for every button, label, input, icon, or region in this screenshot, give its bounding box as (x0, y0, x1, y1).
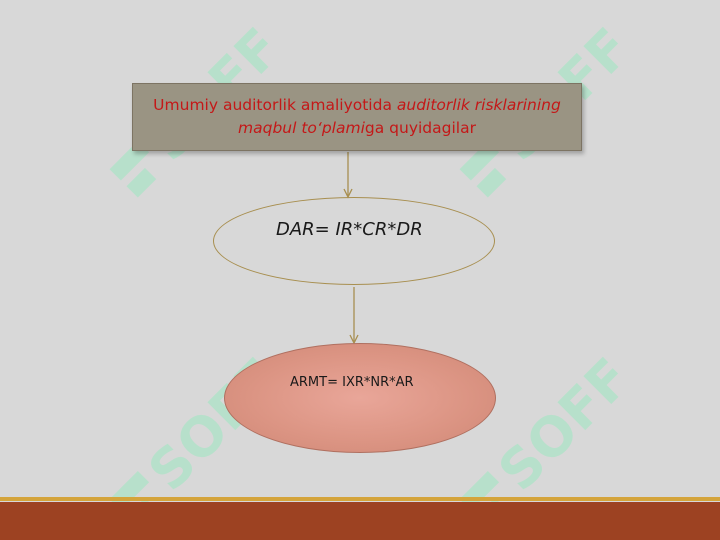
formula-1-text: DAR= IR*CR*DR (276, 219, 423, 240)
title-box: Umumiy auditorlik amaliyotida auditorlik… (132, 83, 582, 151)
title-part4: ga quyidagilar (364, 119, 476, 137)
formula-ellipse-2 (224, 343, 496, 453)
formula-2-text: ARMT= IXR*NR*AR (290, 375, 414, 390)
footer-band (0, 502, 720, 540)
title-part3: maqbul to‘plami (238, 119, 365, 137)
svg-text:SOFF: SOFF (486, 346, 643, 503)
title-part2: auditorlik risklarining (396, 96, 561, 114)
formula-ellipse-1 (213, 197, 495, 285)
footer-accent-line (0, 497, 720, 501)
title-part1: Umumiy auditorlik amaliyotida (153, 96, 397, 114)
title-text: Umumiy auditorlik amaliyotida auditorlik… (153, 94, 561, 140)
